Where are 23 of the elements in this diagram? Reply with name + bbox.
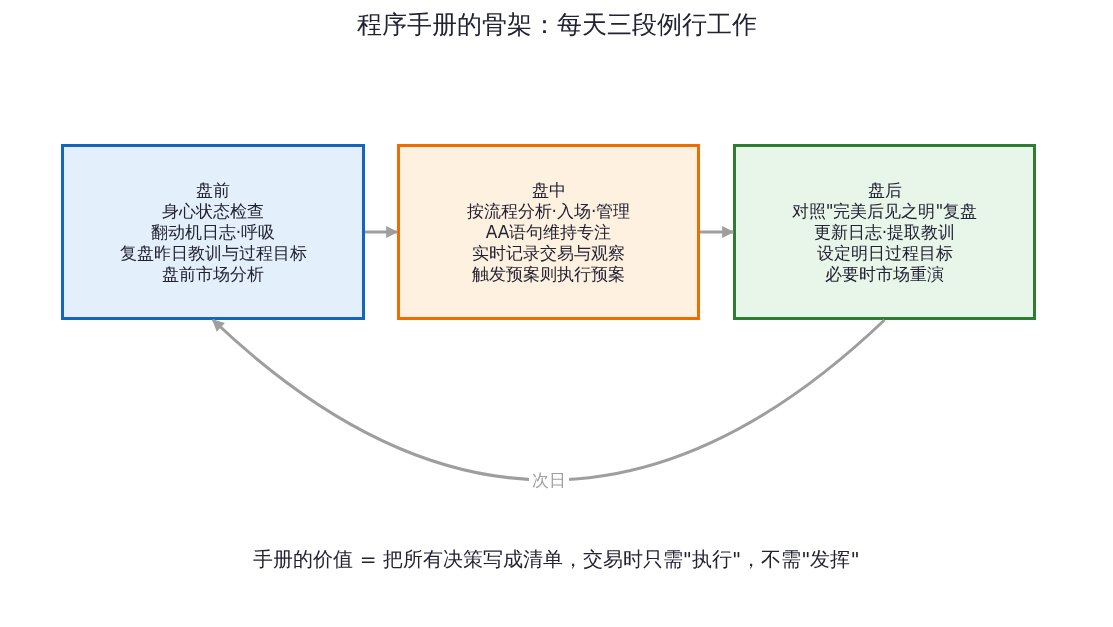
task-item: 设定明日过程目标 [816, 242, 953, 264]
phase-heading: 盘中 [531, 179, 566, 201]
task-item: 更新日志·提取教训 [813, 221, 956, 243]
process-box [61, 144, 365, 320]
task-item: 按流程分析·入场·管理 [466, 200, 631, 222]
task-item: AA语句维持专注 [485, 221, 612, 243]
task-item: 翻动机日志·呼吸 [150, 221, 276, 243]
task-item: 必要时市场重演 [825, 263, 944, 285]
task-item: 复盘昨日教训与过程目标 [119, 242, 307, 264]
arrow [212, 318, 886, 482]
process-box [397, 144, 700, 320]
task-item: 实时记录交易与观察 [472, 242, 625, 264]
task-item: 对照"完美后见之明"复盘 [791, 200, 978, 222]
arrow [700, 226, 735, 238]
phase-heading: 盘前 [196, 179, 230, 201]
task-item: 触发预案则执行预案 [472, 263, 625, 285]
task-item: 身心状态检查 [162, 200, 264, 222]
process-box [733, 144, 1036, 320]
task-item: 盘前市场分析 [162, 263, 264, 285]
diagram-title: 程序手册的骨架：每天三段例行工作 [356, 9, 757, 41]
arrow [365, 226, 399, 238]
caption: 手册的价值 = 把所有决策写成清单，交易时只需"执行"，不需"发挥" [253, 546, 860, 573]
phase-heading: 盘后 [867, 179, 902, 201]
